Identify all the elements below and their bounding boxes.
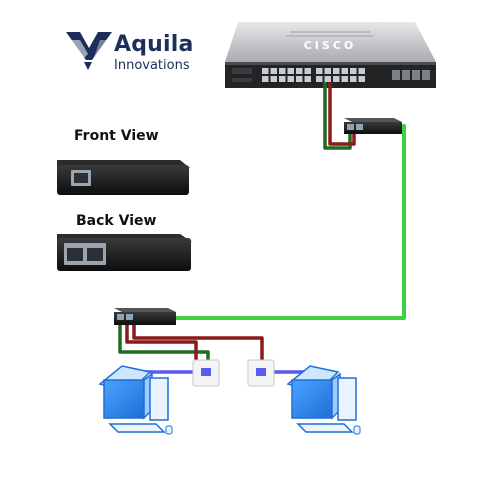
poe-splitter-bottom [114,308,176,325]
switch-port [324,76,331,82]
brand-tagline: Innovations [114,58,190,73]
switch-sfp-port [392,70,400,80]
back-view-device [57,234,192,271]
switch-data-cable [328,82,356,146]
lan-data-cable-right [132,322,264,370]
wall-jack-right [247,359,275,387]
brand-name: Aquila [114,32,194,57]
poe-splitter-top [344,118,402,134]
lan-data-cable-left [125,322,198,370]
switch-port [304,76,311,82]
switch-port [296,68,303,74]
switch-power-cable [323,82,352,150]
desktop-computer-right [286,365,361,435]
switch-vent-lines [286,31,374,37]
switch-port [358,68,365,74]
aquila-wing-logo [66,32,112,70]
switch-port [304,68,311,74]
switch-sfp-port [412,70,420,80]
network-switch: CISCO [225,22,436,88]
switch-port [287,76,294,82]
switch-port [316,68,323,74]
switch-sfp-port [402,70,410,80]
front-view-device [57,160,190,195]
switch-port [279,68,286,74]
switch-port [341,76,348,82]
switch-port [287,68,294,74]
desktop-computer-left [98,365,173,435]
switch-sfp-port [422,70,430,80]
back-view-label: Back View [76,213,157,229]
switch-port [296,76,303,82]
front-view-label: Front View [74,128,159,144]
switch-port [333,68,340,74]
switch-port [350,68,357,74]
switch-port [350,76,357,82]
switch-port [279,76,286,82]
switch-logo-text: CISCO [304,39,357,52]
uplink-cable [168,124,406,320]
switch-port [333,76,340,82]
switch-port [270,68,277,74]
switch-port-grid [262,68,430,82]
switch-port [324,68,331,74]
switch-port [341,68,348,74]
switch-port [262,76,269,82]
switch-port [316,76,323,82]
switch-port [358,76,365,82]
switch-port [262,68,269,74]
switch-port [270,76,277,82]
wall-jack-left [192,359,220,387]
